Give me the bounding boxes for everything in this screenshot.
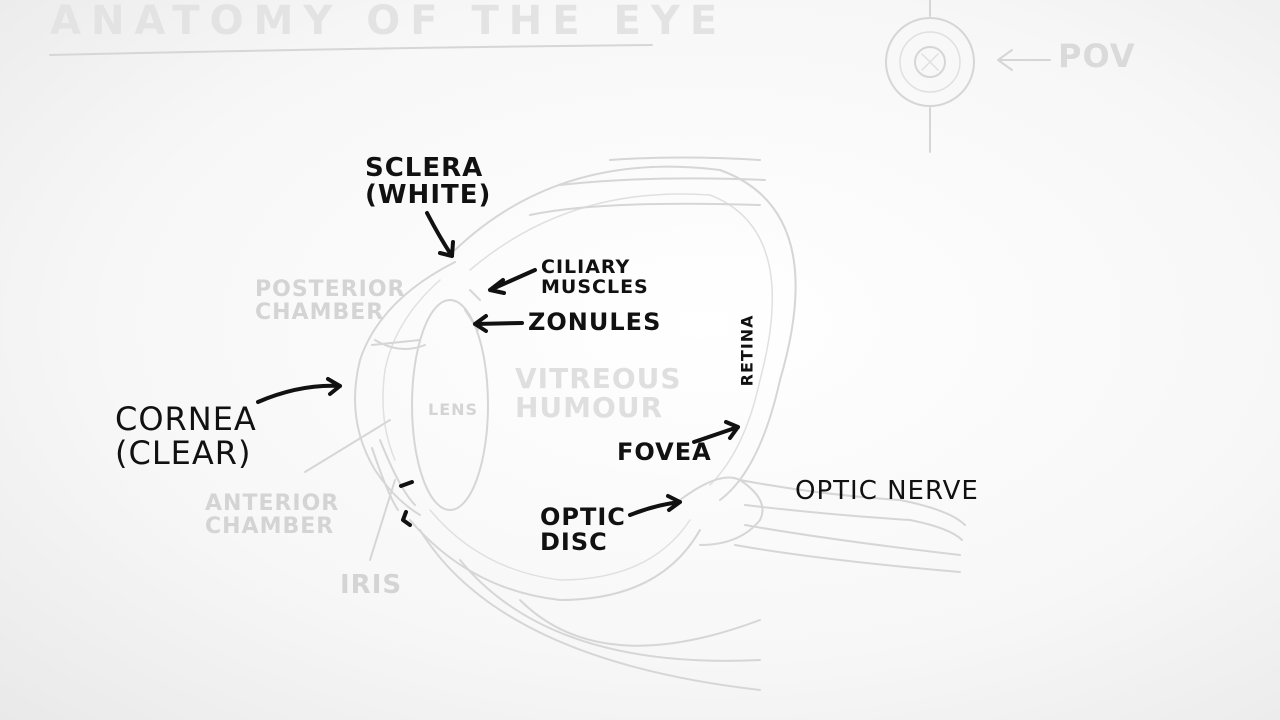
posterior-chamber-pointer: [371, 339, 421, 346]
posterior-chamber-label: POSTERIOR CHAMBER: [255, 277, 406, 326]
sclera-arrow: [425, 211, 455, 258]
iris-mark: [399, 480, 414, 527]
pov-eye-icon: [885, 0, 975, 153]
anterior-chamber-label: ANTERIOR CHAMBER: [205, 491, 340, 540]
iris-pointer: [369, 479, 396, 561]
lens-label: LENS: [428, 400, 479, 419]
fovea-arrow: [692, 420, 740, 444]
optic-disc-arrow: [628, 494, 682, 517]
fovea-label: FOVEA: [617, 438, 712, 466]
zonules-arrow: [473, 314, 524, 333]
iris-label: IRIS: [340, 570, 403, 600]
pov-label: POV: [1058, 37, 1136, 75]
anterior-chamber-pointer: [304, 419, 391, 473]
optic-nerve-label: OPTIC NERVE: [795, 476, 979, 506]
page-title: ANATOMY OF THE EYE: [50, 0, 728, 44]
optic-disc-label: OPTIC DISC: [540, 503, 626, 557]
cornea-label: CORNEA (CLEAR): [115, 400, 257, 472]
eye-outline: [409, 156, 797, 691]
lens-outline: [411, 299, 489, 511]
title-underline: [49, 44, 653, 56]
sclera-label: SCLERA (WHITE): [365, 153, 492, 211]
retina-label: RETINA: [737, 314, 757, 387]
vitreous-humour-label: VITREOUS HUMOUR: [515, 362, 682, 425]
pov-arrow: [997, 49, 1051, 71]
ciliary-muscles-arrow: [488, 268, 537, 295]
cornea-arrow: [256, 377, 342, 404]
ciliary-muscles-label: CILIARY MUSCLES: [541, 256, 649, 298]
iris-outline: [371, 339, 426, 511]
optic-nerve-shape: [679, 476, 966, 573]
zonules-label: ZONULES: [528, 308, 662, 336]
